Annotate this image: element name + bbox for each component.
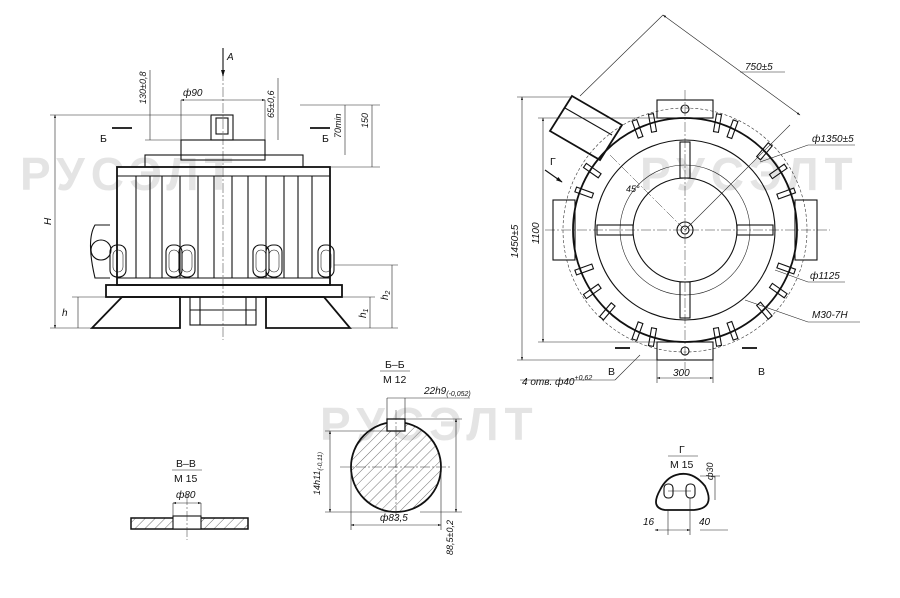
dim-holes: 4 отв. ф40+0,62 <box>522 375 592 388</box>
dim-d150: 150 <box>360 113 370 128</box>
dim-d90: ф90 <box>183 87 203 99</box>
view-mark-g: Г <box>550 156 556 168</box>
top-view: 45° <box>510 14 860 388</box>
view-g-scale: M 15 <box>670 459 694 471</box>
view-g: Г M 15 ф30 16 40 <box>643 444 728 535</box>
dim-view-g-16: 16 <box>643 517 655 528</box>
section-bb: Б–Б M 12 22h9(-0,052) 14h11(-0,11) ф83,5… <box>312 359 471 555</box>
dim-H: H <box>43 217 54 225</box>
dim-d22: 22h9(-0,052) <box>423 386 471 398</box>
dim-d750: 750±5 <box>745 62 773 73</box>
section-bb-scale: M 12 <box>383 374 407 386</box>
dim-d885: 88,5±0,2 <box>445 520 455 555</box>
dim-h1: h1 <box>358 308 370 318</box>
dim-view-g-40: 40 <box>699 517 711 528</box>
dim-angle: 45° <box>626 184 640 194</box>
dim-d1125: ф1125 <box>810 270 840 282</box>
dim-view-g-d30: ф30 <box>705 462 715 480</box>
dim-d70: 70min <box>333 113 343 138</box>
dim-d1350: ф1350±5 <box>812 133 854 145</box>
dim-m30: M30-7H <box>812 310 848 321</box>
dim-h2: h2 <box>380 290 392 300</box>
dim-d65: 65±0,6 <box>266 91 276 118</box>
section-vv: В–В M 15 ф80 <box>130 458 249 540</box>
dim-d80: ф80 <box>176 489 196 501</box>
dim-d1450: 1450±5 <box>510 224 521 258</box>
dim-d300: 300 <box>673 368 690 379</box>
dim-d14: 14h11(-0,11) <box>312 452 324 495</box>
dim-h: h <box>62 308 68 319</box>
watermark-right: РУСЭЛТ <box>640 148 859 200</box>
watermark-left: РУСЭЛТ <box>20 148 239 200</box>
dim-d835: ф83,5 <box>380 512 408 524</box>
front-view: A <box>43 48 398 340</box>
section-mark-b-left: Б <box>100 133 107 145</box>
coil-loops <box>109 244 335 278</box>
dim-d130: 130±0,8 <box>138 72 148 104</box>
dim-d1100: 1100 <box>531 222 542 244</box>
view-g-title: Г <box>679 444 685 456</box>
section-vv-scale: M 15 <box>174 473 198 485</box>
section-mark-b-right: Б <box>322 133 329 145</box>
section-bb-title: Б–Б <box>385 359 405 371</box>
section-vv-title: В–В <box>176 458 196 470</box>
view-arrow-label: A <box>226 52 234 63</box>
body-ribs <box>135 176 313 278</box>
section-mark-v-left: В <box>608 366 615 378</box>
section-mark-v-right: В <box>758 366 765 378</box>
